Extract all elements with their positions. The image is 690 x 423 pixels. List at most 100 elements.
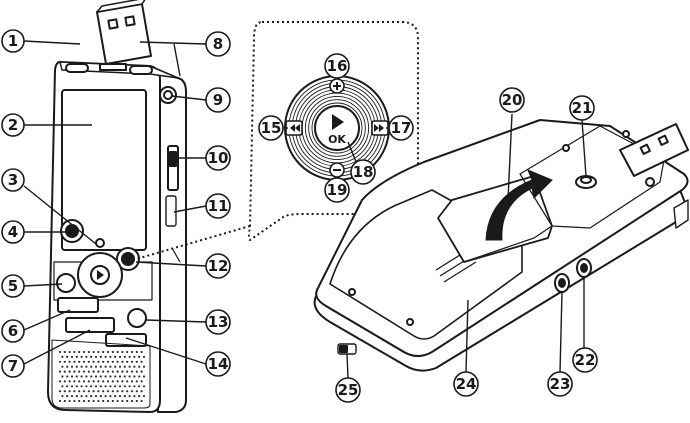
callout-label: 9: [213, 91, 223, 109]
grille-dot: [58, 390, 62, 393]
grille-dot: [142, 395, 146, 398]
grille-dot: [126, 360, 129, 363]
grille-dot: [106, 399, 110, 403]
dpad-play-glyph: [97, 270, 104, 280]
callout-label: 10: [208, 149, 229, 167]
rear-screw-4: [348, 288, 356, 296]
callout-label: 3: [8, 171, 18, 189]
arrow-body: [485, 169, 553, 241]
grille-dot: [99, 395, 102, 398]
grille-dot: [114, 355, 117, 358]
callout-label: 25: [338, 381, 359, 399]
grille-dot: [102, 390, 105, 393]
grille-dot: [73, 370, 76, 373]
callout-13: 13: [205, 309, 231, 335]
grille-dot: [82, 360, 86, 363]
grille-dot: [80, 385, 83, 388]
grille-dot: [78, 399, 81, 403]
callout-label: 5: [8, 277, 18, 295]
callout-label: 21: [572, 99, 593, 117]
grille-dot: [106, 380, 110, 383]
grille-dot: [68, 370, 71, 373]
grille-dot: [142, 375, 146, 378]
grille-dot: [61, 375, 64, 378]
grille-dot: [58, 399, 62, 403]
grille-dot: [85, 395, 88, 398]
grille-dot: [138, 375, 141, 378]
grille-dot: [68, 350, 71, 354]
grille-dot: [109, 355, 112, 358]
callout-14: 14: [205, 351, 231, 377]
left-microphone: [65, 63, 89, 73]
callout-5: 5: [1, 274, 25, 298]
usb-contact-1: [107, 18, 119, 30]
leader-9: [171, 95, 207, 101]
grille-dot: [102, 399, 105, 403]
grille-dot: [80, 365, 83, 368]
grille-dot: [135, 390, 138, 393]
grille-dot: [128, 385, 131, 388]
usb-back-contact-2: [657, 134, 669, 146]
grille-dot: [73, 399, 76, 403]
grille-dot: [87, 390, 90, 393]
callout-23: 23: [547, 371, 573, 397]
grille-dot: [68, 390, 71, 393]
callout-9: 9: [205, 87, 231, 113]
leader-25: [346, 353, 349, 379]
grille-dot: [121, 370, 124, 373]
callout-21: 21: [569, 95, 595, 121]
grille-dot: [114, 375, 117, 378]
grille-dot: [135, 370, 138, 373]
grille-dot: [130, 360, 134, 363]
grille-dot: [70, 355, 74, 358]
display-screen: [61, 89, 147, 251]
grille-dot: [114, 385, 117, 388]
grille-dot: [121, 390, 124, 393]
grille-dot: [90, 375, 93, 378]
grille-dot: [78, 360, 81, 363]
grille-dot: [133, 365, 136, 368]
dpad-texture-ring: [311, 102, 363, 154]
callout-label: 1: [8, 32, 18, 50]
grille-dot: [82, 390, 86, 393]
callout-12: 12: [205, 253, 231, 279]
grille-dot: [78, 390, 81, 393]
grille-dot: [70, 395, 74, 398]
earphone-jack-hole: [580, 263, 588, 273]
leader-20: [507, 113, 513, 201]
grille-dot: [142, 385, 146, 388]
grille-dot: [128, 355, 131, 358]
grille-dot: [70, 375, 74, 378]
grille-dot: [104, 395, 107, 398]
grille-dot: [85, 375, 88, 378]
leader-13: [145, 319, 207, 323]
callout-2: 2: [1, 113, 25, 137]
grille-dot: [130, 399, 134, 403]
grille-dot: [66, 375, 69, 378]
rear-screw-3: [645, 177, 655, 187]
grille-dot: [130, 350, 134, 354]
grille-dot: [138, 385, 141, 388]
grille-dot: [99, 365, 102, 368]
grille-dot: [99, 355, 102, 358]
grille-dot: [90, 365, 93, 368]
grille-dot: [118, 355, 122, 358]
callout-label: 6: [8, 322, 18, 340]
grille-dot: [75, 355, 78, 358]
grille-dot: [116, 399, 119, 403]
callout-label: 15: [261, 119, 282, 137]
mic-jack-hole: [558, 278, 566, 288]
dpad-texture-ring: [304, 95, 370, 161]
grille-dot: [82, 350, 86, 354]
back-strap-hole: [673, 199, 689, 229]
grille-dot: [90, 355, 93, 358]
grille-dot: [111, 399, 114, 403]
list-key: [65, 317, 115, 333]
grille-dot: [94, 355, 98, 358]
callout-label: 2: [8, 116, 18, 134]
dpad-texture-ring: [308, 99, 366, 157]
callout-label: 23: [550, 375, 571, 393]
grille-dot: [106, 350, 110, 354]
grille-dot: [118, 365, 122, 368]
grille-dot: [111, 360, 114, 363]
